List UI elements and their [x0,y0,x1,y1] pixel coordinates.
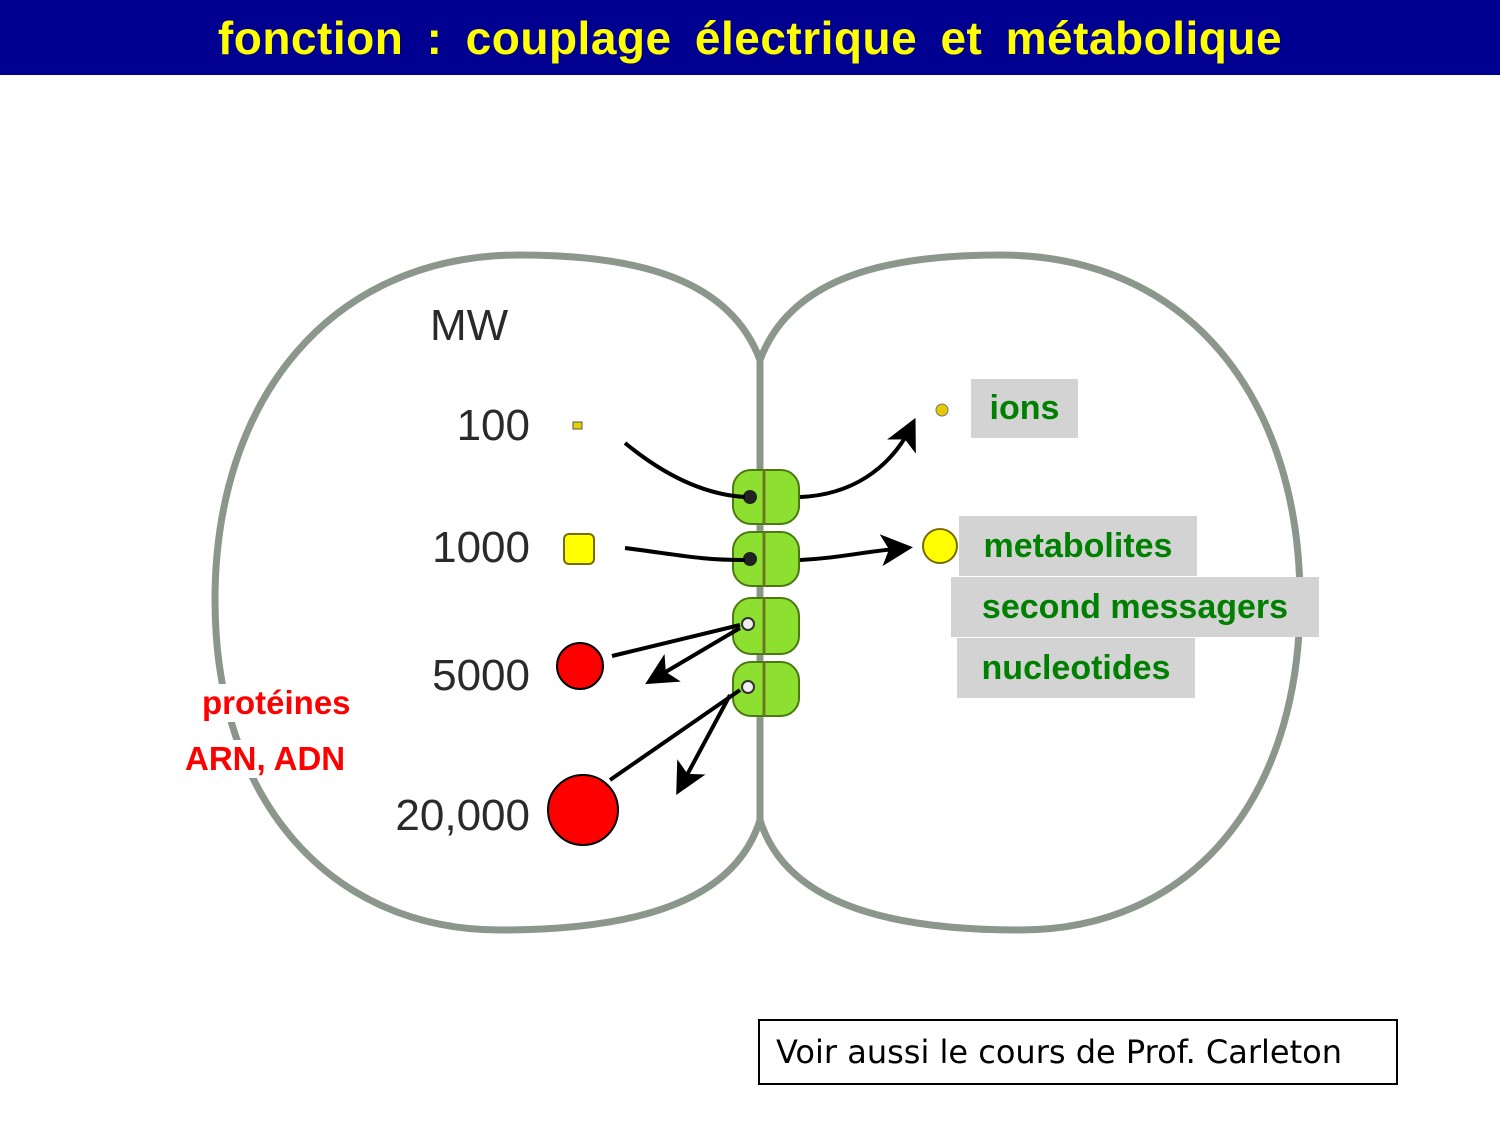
molecule-100 [572,421,583,430]
left-cell-membrane [211,251,764,934]
molecule-5000 [556,642,604,690]
molecule-20000 [547,774,619,846]
mw-axis-label: MW [430,301,509,350]
molecule-1000 [563,533,595,565]
label-proteines: protéines [198,684,355,722]
label-metabolites: metabolites [959,516,1197,576]
channel-3 [732,597,800,655]
title-bar: fonction : couplage électrique et métabo… [0,0,1500,75]
label-arn-adn: ARN, ADN [181,740,350,778]
arrow-5000-in [611,623,741,658]
channel-1 [732,469,800,525]
label-ions: ions [971,379,1078,438]
mw-value-20000: 20,000 [395,791,530,840]
arrow-5000-back [645,626,742,685]
mw-value-100: 100 [457,401,530,450]
molecule-ion-right [935,403,949,417]
reference-note-text: Voir aussi le cours de Prof. Carleton [776,1033,1343,1071]
channel-4 [732,661,800,717]
arrow-metabolites [624,548,905,560]
label-nucleotides: nucleotides [957,638,1195,698]
label-second-messagers: second messagers [951,577,1319,637]
arrow-20000-in [608,688,742,782]
molecule-metabolite-right [922,528,958,564]
arrow-20000-back [676,694,732,796]
mw-value-1000: 1000 [432,523,530,572]
arrow-ions [623,425,912,499]
mw-value-5000: 5000 [432,651,530,700]
reference-note: Voir aussi le cours de Prof. Carleton [758,1019,1398,1085]
slide-title: fonction : couplage électrique et métabo… [217,11,1283,64]
